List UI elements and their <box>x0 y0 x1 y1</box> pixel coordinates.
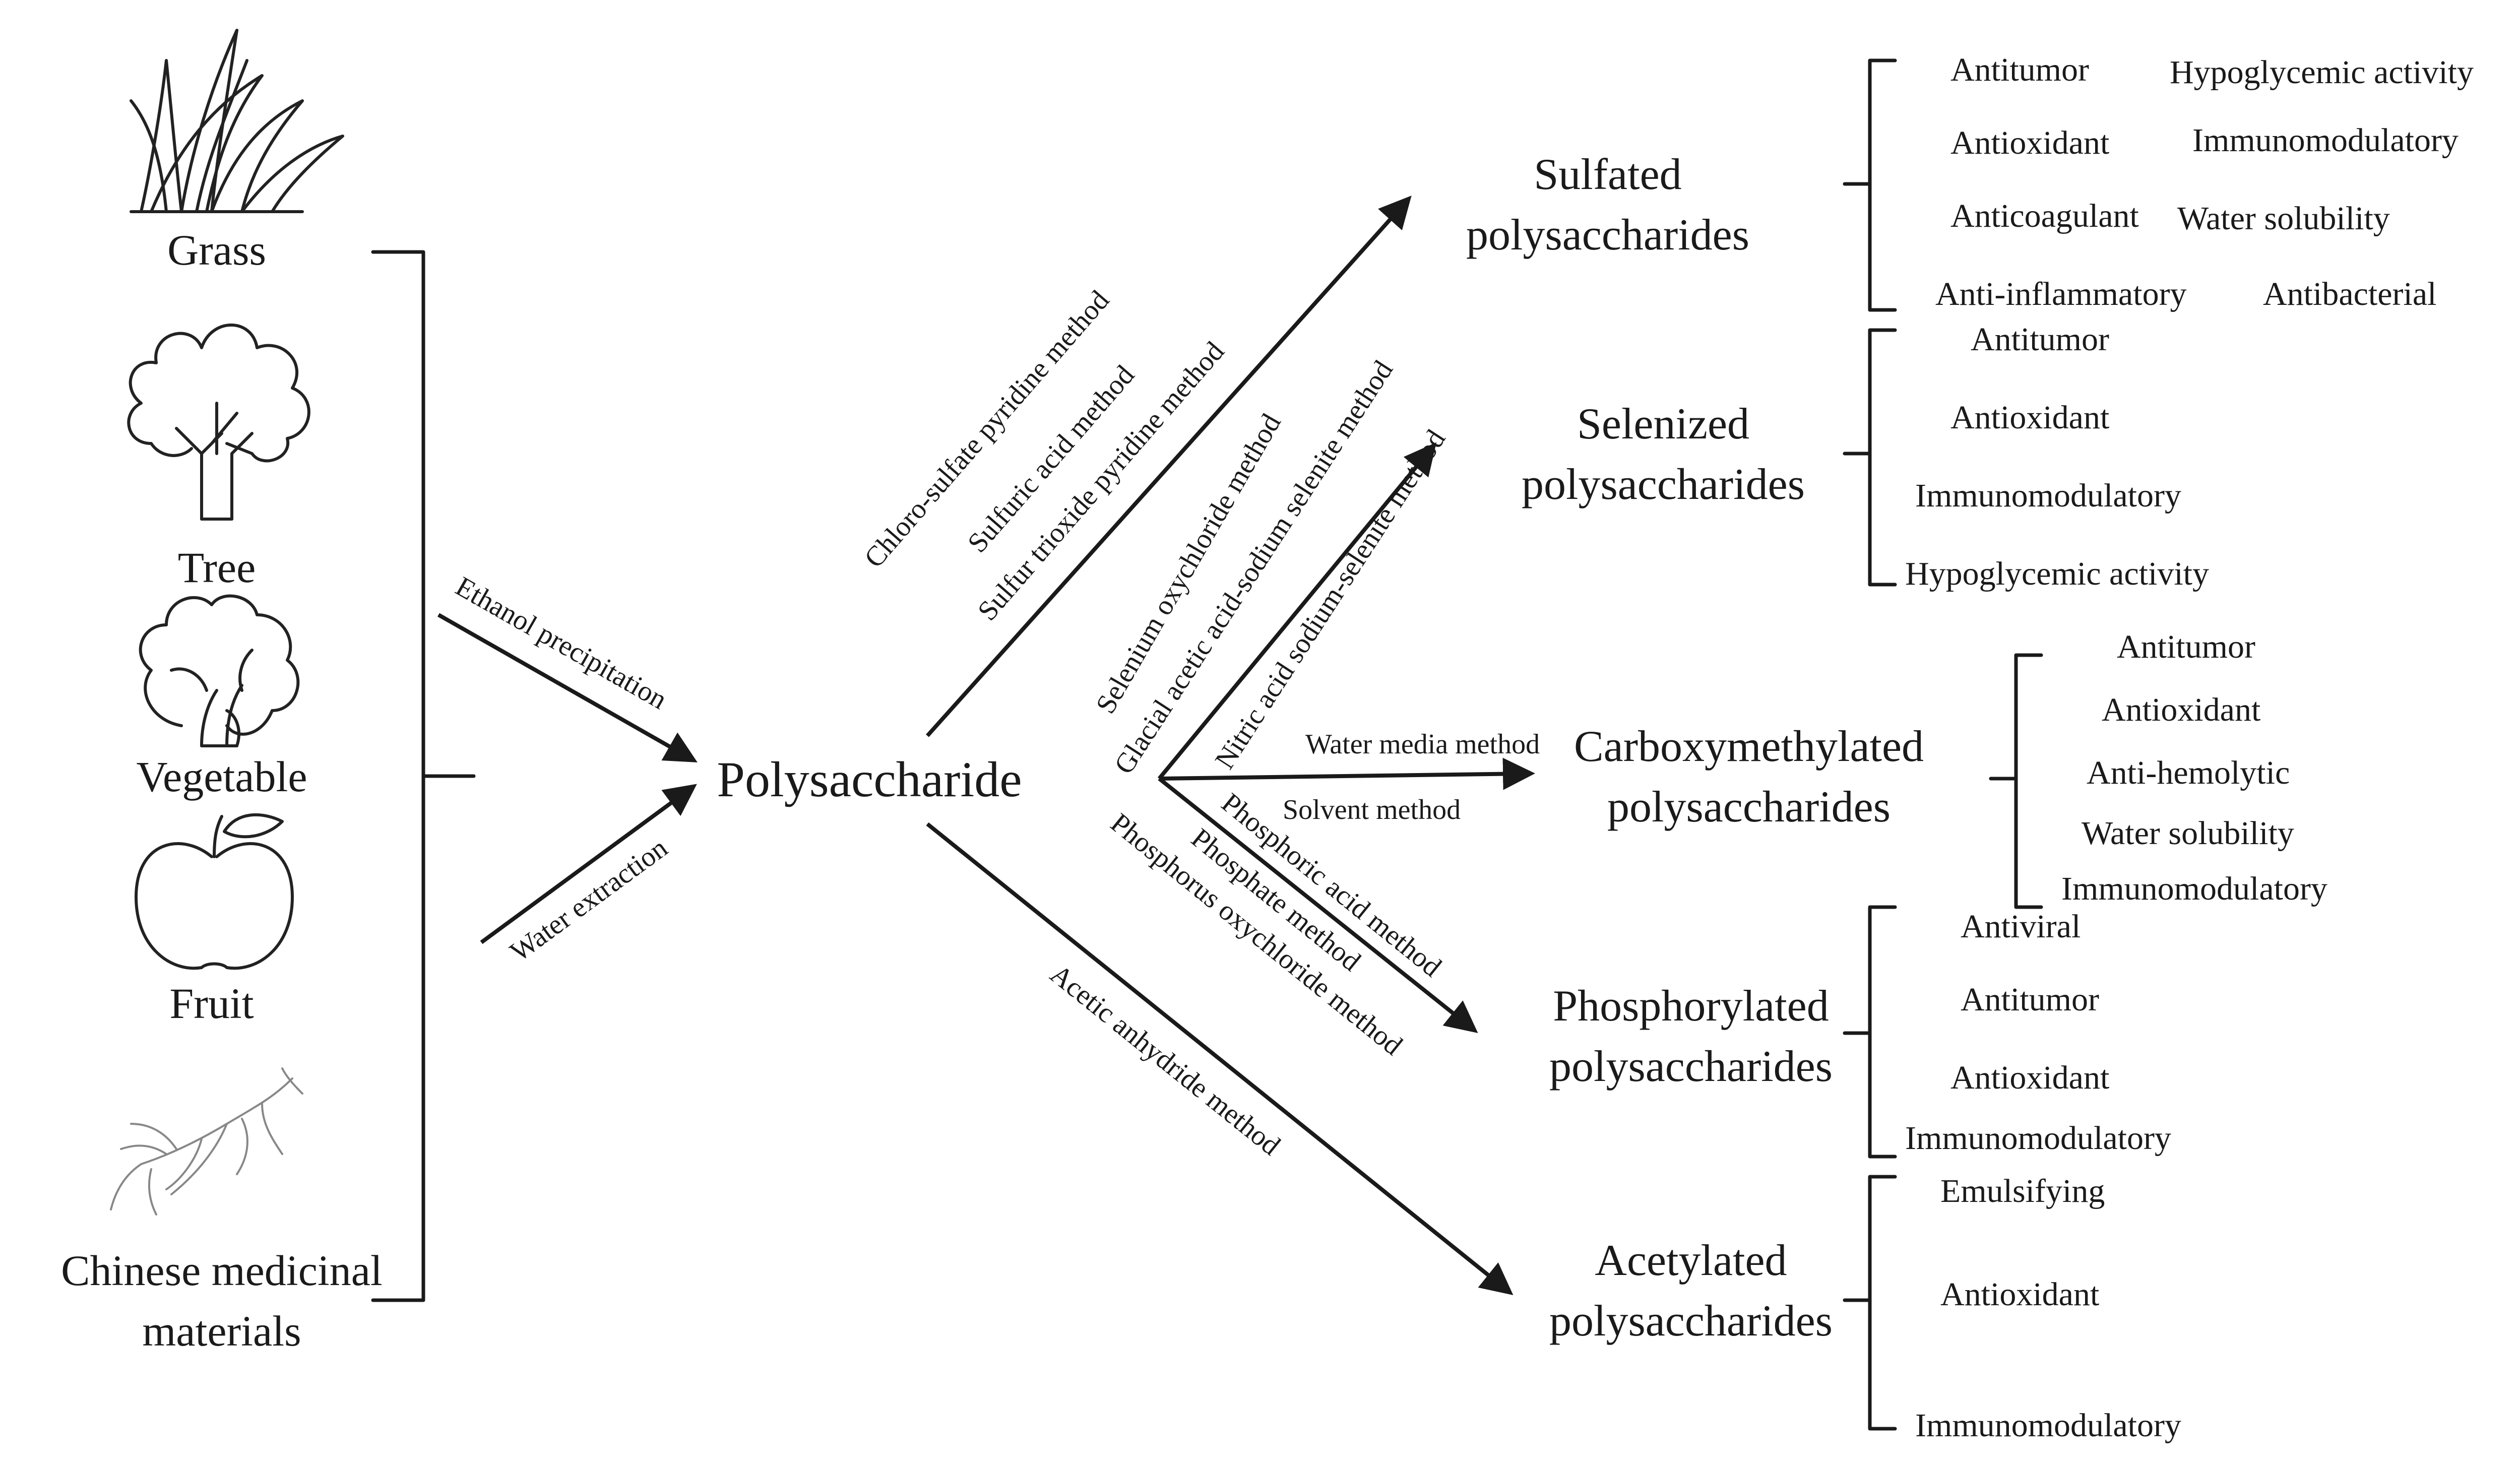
ethanol-precipitation-arrow <box>437 613 698 762</box>
sulfated-activity-antitumor: Antitumor <box>1950 51 2089 88</box>
phosphorylated-activity-antioxidant: Antioxidant <box>1950 1059 2109 1096</box>
polysaccharide-label: Polysaccharide <box>717 751 1022 807</box>
selenized-activity-antitumor: Antitumor <box>1971 321 2109 358</box>
selenized-activity-hypoglycemic: Hypoglycemic activity <box>1905 555 2209 592</box>
sulfated-activity-anticoagulant: Anticoagulant <box>1950 198 2139 234</box>
carboxymethylated-activity-immunomodulatory: Immunomodulatory <box>2061 870 2327 907</box>
phosphorylated-activity-immunomodulatory: Immunomodulatory <box>1905 1120 2171 1157</box>
selenized-activity-immunomodulatory: Immunomodulatory <box>1915 477 2181 514</box>
water-extraction-label: Water extraction <box>505 832 673 968</box>
selenized-arrow <box>1157 442 1437 780</box>
sources-brace <box>371 250 476 1302</box>
carboxymethylated-activity-antitumor: Antitumor <box>2117 628 2255 665</box>
selenized-brace <box>1843 328 1897 587</box>
ethanol-precipitation-label: Ethanol precipitation <box>451 570 672 715</box>
sulfated-activity-immunomodulatory: Immunomodulatory <box>2192 122 2459 159</box>
source-grass-label: Grass <box>167 226 266 274</box>
carboxymethylated-product-line1: Carboxymethylated <box>1574 722 1924 771</box>
carboxymethylated-activity-anti-hemolytic: Anti-hemolytic <box>2087 754 2290 791</box>
source-chinese-medicinal-label: Chinese medicinal <box>61 1246 383 1295</box>
source-fruit-label: Fruit <box>169 979 254 1028</box>
sulfated-brace <box>1843 58 1897 312</box>
sulfated-activity-antioxidant: Antioxidant <box>1950 124 2109 161</box>
selenized-product-line2: polysaccharides <box>1522 460 1805 509</box>
carboxymethylated-activity-water-solubility: Water solubility <box>2082 815 2294 852</box>
carboxymethylated-activity-antioxidant: Antioxidant <box>2102 691 2260 728</box>
grass-icon <box>130 29 344 213</box>
phosphorylated-activity-antiviral: Antiviral <box>1961 908 2081 945</box>
carboxymethylated-product: Carboxymethylated polysaccharides <box>1574 722 1924 832</box>
phosphorylated-method-3: Phosphorus oxychloride method <box>1105 807 1408 1061</box>
source-materials-label: materials <box>142 1307 301 1355</box>
phosphorylated-arrow <box>1158 777 1478 1033</box>
sulfated-activity-anti-inflammatory: Anti-inflammatory <box>1935 276 2187 312</box>
sulfated-product-line1: Sulfated <box>1534 150 1681 199</box>
selenized-activity-antioxidant: Antioxidant <box>1950 399 2109 436</box>
phosphorylated-product-line2: polysaccharides <box>1549 1042 1833 1091</box>
source-vegetable-label: Vegetable <box>136 752 307 801</box>
root-icon <box>110 1067 303 1216</box>
acetylated-activity-immunomodulatory: Immunomodulatory <box>1915 1407 2181 1444</box>
tree-icon <box>127 324 310 521</box>
acetylated-product: Acetylated polysaccharides <box>1549 1236 1833 1346</box>
apple-icon <box>135 813 294 970</box>
acetylated-method-1: Acetic anhydride method <box>1044 959 1286 1162</box>
vegetable-icon <box>139 594 300 747</box>
carboxymethylated-arrow <box>1159 757 1535 790</box>
acetylated-activity-emulsifying: Emulsifying <box>1940 1173 2105 1209</box>
phosphorylated-brace <box>1843 905 1897 1159</box>
selenized-product-line1: Selenized <box>1577 400 1749 449</box>
acetylated-product-line2: polysaccharides <box>1549 1297 1833 1346</box>
acetylated-activity-antioxidant: Antioxidant <box>1940 1276 2099 1313</box>
water-extraction-arrow <box>480 784 697 944</box>
sulfated-activity-hypoglycemic: Hypoglycemic activity <box>2170 54 2474 91</box>
phosphorylated-product-line1: Phosphorylated <box>1553 982 1829 1031</box>
phosphorylated-activity-antitumor: Antitumor <box>1961 981 2099 1018</box>
carboxymethylated-method-2: Solvent method <box>1283 794 1461 825</box>
sulfated-product: Sulfated polysaccharides <box>1466 150 1749 260</box>
acetylated-product-line1: Acetylated <box>1595 1236 1787 1285</box>
carboxymethylated-brace <box>1989 653 2043 909</box>
phosphorylated-product: Phosphorylated polysaccharides <box>1549 982 1833 1091</box>
sulfated-product-line2: polysaccharides <box>1466 211 1749 260</box>
carboxymethylated-method-1: Water media method <box>1305 729 1540 760</box>
sulfated-activity-water-solubility: Water solubility <box>2177 200 2390 237</box>
acetylated-arrow <box>926 822 1514 1296</box>
selenized-product: Selenized polysaccharides <box>1522 400 1805 509</box>
sulfated-activity-antibacterial: Antibacterial <box>2263 276 2437 312</box>
acetylated-brace <box>1843 1175 1897 1431</box>
source-tree-label: Tree <box>178 543 256 592</box>
carboxymethylated-product-line2: polysaccharides <box>1607 783 1891 832</box>
sulfated-arrow <box>926 196 1412 737</box>
